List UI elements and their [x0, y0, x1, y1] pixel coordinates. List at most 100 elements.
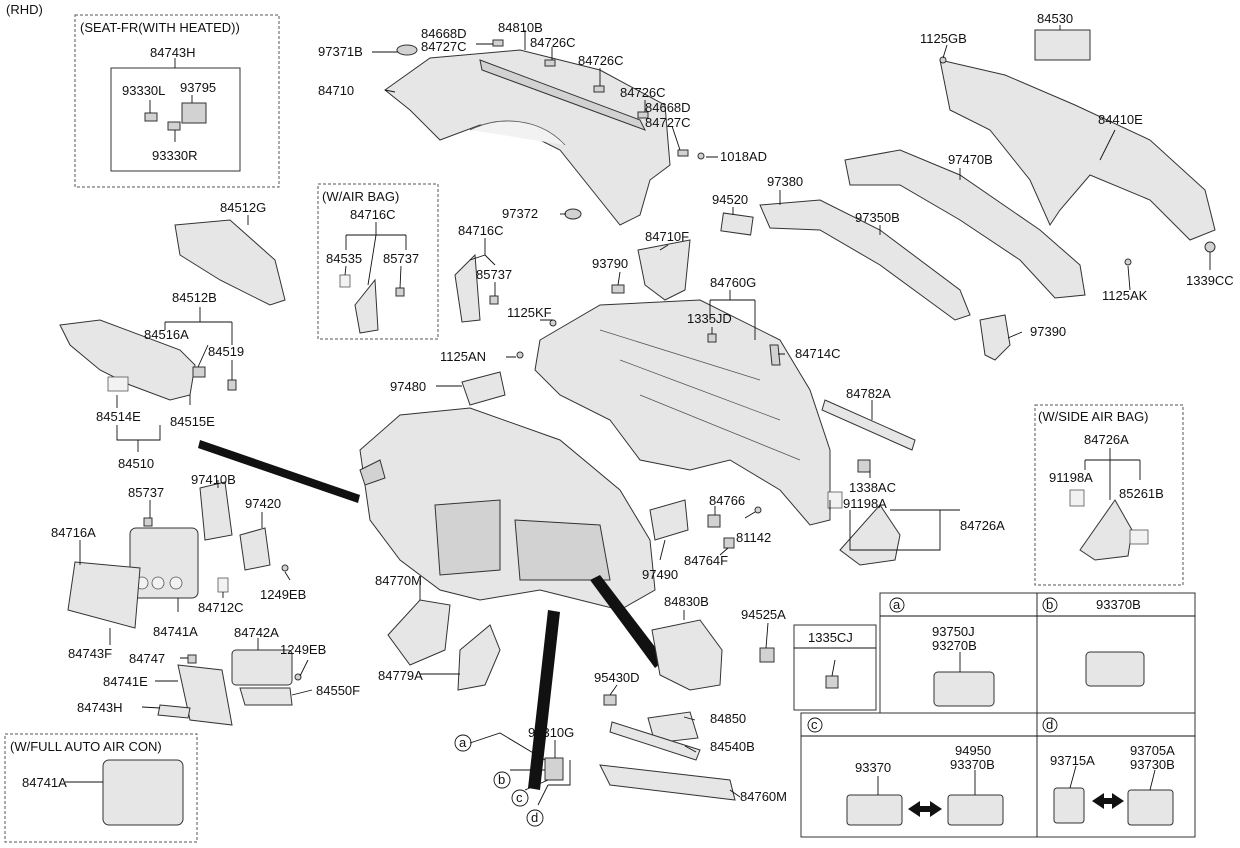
label-84410e: 84410E — [1098, 112, 1143, 127]
glove-box-84512g — [174, 219, 286, 306]
label-1125gb: 1125GB — [920, 31, 967, 46]
svg-text:a: a — [459, 735, 467, 750]
label-84514e: 84514E — [96, 409, 141, 424]
cover-84710f — [637, 239, 691, 301]
inset-ab-box — [879, 592, 1196, 714]
switch-93330l — [144, 112, 158, 122]
label-93705a: 93705A — [1130, 743, 1175, 758]
label-97420: 97420 — [245, 496, 281, 511]
label-1125ak: 1125AK — [1102, 288, 1148, 303]
inset-marker-d: d — [1042, 717, 1058, 733]
bolt-1125ak — [1124, 258, 1132, 266]
label-84741a: 84741A — [153, 624, 198, 639]
clip-1335jd — [707, 333, 717, 343]
label-93370: 93370 — [855, 760, 891, 775]
label-84727c-a: 84727C — [421, 39, 467, 54]
clip-84668d-b — [677, 149, 689, 157]
label-84770m: 84770M — [375, 573, 422, 588]
label-93750j: 93750J — [932, 624, 975, 639]
full-auto-group-box — [4, 733, 198, 843]
label-84779a: 84779A — [378, 668, 423, 683]
inset-marker-c: c — [807, 717, 823, 733]
leader-lines — [65, 25, 1211, 806]
vent-97480 — [461, 371, 506, 406]
switch-93370b-b — [1085, 651, 1145, 687]
cover-84770m — [387, 599, 451, 666]
label-84741e: 84741E — [103, 674, 148, 689]
switch-94950 — [947, 794, 1004, 826]
label-84519: 84519 — [208, 344, 244, 359]
clip-84726c-c — [637, 111, 649, 119]
label-85737-c: 85737 — [128, 485, 164, 500]
label-84760m: 84760M — [740, 789, 787, 804]
duct-97390 — [979, 314, 1011, 361]
clip-1338ac — [857, 459, 871, 473]
tray-84742a — [231, 649, 293, 686]
switch-93310g — [544, 757, 564, 781]
clip-85737-c — [143, 517, 153, 527]
label-84782a: 84782A — [846, 386, 891, 401]
label-93715a: 93715A — [1050, 753, 1095, 768]
bolt-1125an — [516, 351, 524, 359]
cover-84743h — [157, 704, 191, 719]
crash-pad-detail — [469, 120, 566, 146]
side-air-bag-group-box — [1034, 404, 1184, 586]
center-fascia-opening — [434, 499, 501, 576]
label-94525a: 94525A — [741, 607, 786, 622]
label-1249eb-a: 1249EB — [260, 587, 306, 602]
label-84810b: 84810B — [498, 20, 543, 35]
callout-a: a — [454, 734, 472, 752]
side-cover-84716c — [454, 253, 481, 323]
label-84510: 84510 — [118, 456, 154, 471]
cluster-opening — [514, 519, 611, 581]
switch-94525a — [759, 647, 775, 663]
switch-93795 — [181, 102, 207, 124]
svg-text:c: c — [516, 790, 523, 805]
swap-arrow-c — [908, 801, 942, 817]
svg-text:d: d — [531, 810, 538, 825]
screw-1249eb-b — [294, 673, 302, 681]
label-84716a: 84716A — [51, 525, 96, 540]
label-1339cc: 1339CC — [1186, 273, 1234, 288]
crash-pad-upper — [384, 49, 671, 226]
label-93310g: 93310G — [528, 725, 574, 740]
label-91198a-side — [1069, 489, 1085, 507]
label-84714c: 84714C — [795, 346, 841, 361]
seat-heated-title: (SEAT-FR(WITH HEATED)) — [80, 20, 240, 35]
label-97390: 97390 — [1030, 324, 1066, 339]
clip-93790 — [611, 284, 625, 294]
side-cover-84726a-side — [1079, 499, 1133, 561]
label-84741a-full: 84741A — [22, 775, 67, 790]
label-93730b: 93730B — [1130, 757, 1175, 772]
switch-93330r — [167, 121, 181, 131]
seat-heated-group-box — [74, 14, 280, 188]
switch-93715a — [1053, 787, 1085, 824]
label-84530: 84530 — [1037, 11, 1073, 26]
clip-84747 — [187, 654, 197, 664]
svg-text:b: b — [1046, 597, 1053, 612]
switch-84766 — [707, 514, 721, 528]
label-84830b: 84830B — [664, 594, 709, 609]
side-cover-84716c-airbag — [354, 278, 379, 334]
switch-93750j — [933, 671, 995, 707]
label-97410b: 97410B — [191, 472, 236, 487]
vent-97410b — [199, 481, 233, 541]
label-93790: 93790 — [592, 256, 628, 271]
bolt-81142 — [754, 506, 762, 514]
label-84726a: 84726A — [960, 518, 1005, 533]
inset-marker-b: b — [1042, 597, 1058, 613]
inset-marker-a: a — [889, 597, 905, 613]
label-97371b: 97371B — [318, 44, 363, 59]
svg-text:c: c — [811, 717, 818, 732]
inset-cd-box — [800, 712, 1196, 838]
label-84716c-b: 84716C — [458, 223, 504, 238]
label-85261b: 85261B — [1119, 486, 1164, 501]
bolt-1339cc — [1204, 241, 1216, 253]
label-91198a-side: 91198A — [1049, 470, 1093, 485]
defroster-nozzle — [479, 59, 647, 131]
label-81142: 81142 — [736, 530, 771, 545]
cowl-cross-bar — [939, 59, 1216, 241]
screw-1018ad — [697, 152, 705, 160]
label-93330r: 93330R — [152, 148, 198, 163]
